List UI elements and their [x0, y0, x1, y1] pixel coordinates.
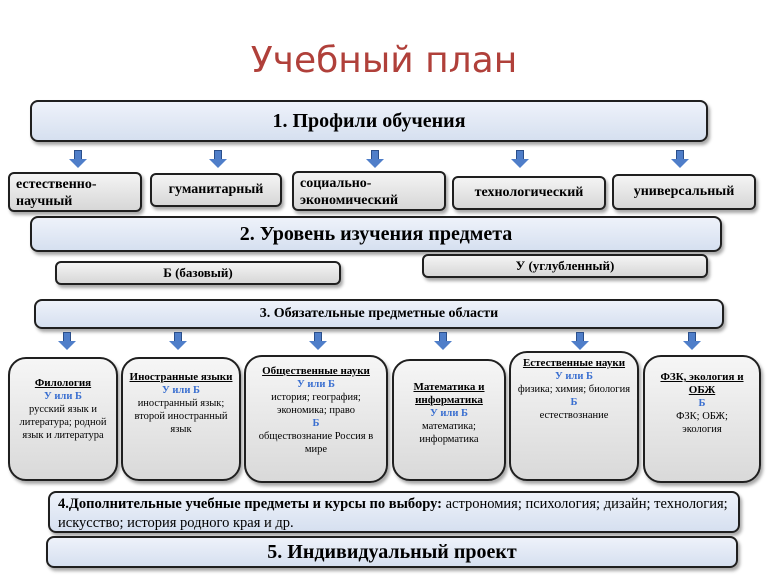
area-level-secondary: Б [570, 397, 578, 408]
area-level-secondary: Б [312, 418, 320, 429]
area-subjects: физика; химия; биология [517, 384, 631, 395]
area-level: У или Б [430, 408, 468, 419]
level-basic-label: Б (базовый) [163, 265, 233, 280]
level-advanced: У (углубленный) [422, 254, 708, 278]
profiles-heading-text: 1. Профили обучения [272, 109, 466, 132]
project-heading-text: 5. Индивидуальный проект [267, 540, 517, 563]
areas-heading-text: 3. Обязательные предметные области [259, 306, 499, 321]
area-level: У или Б [297, 379, 335, 390]
area-social-sciences: Общественные науки У или Б история; геог… [244, 355, 388, 483]
project-heading: 5. Индивидуальный проект [46, 536, 738, 568]
area-foreign-languages: Иностранные языки У или Б иностранный яз… [121, 357, 241, 481]
area-pe-ecology-safety: ФЗК, экология и ОБЖ Б ФЗК; ОБЖ; экология [643, 355, 761, 483]
profile-item-label: гуманитарный [168, 182, 264, 197]
area-subjects: математика; информатика [419, 421, 479, 445]
area-subjects-secondary: обществознание Россия в мире [258, 431, 374, 455]
area-level: У или Б [44, 391, 82, 402]
area-level: У или Б [555, 371, 593, 382]
area-name: Филология [34, 377, 92, 389]
level-heading-text: 2. Уровень изучения предмета [239, 222, 513, 245]
area-name: Естественные науки [522, 357, 626, 369]
profile-item-label: естественно-научный [16, 177, 97, 209]
level-basic: Б (базовый) [55, 261, 341, 285]
additional-text: астрономия; психология; дизайн; технолог… [58, 496, 728, 531]
area-name: Иностранные языки [129, 371, 233, 383]
additional-heading: 4.Дополнительные учебные предметы и курс… [58, 496, 442, 512]
area-math-informatics: Математика и информатика У или Б математ… [392, 359, 506, 481]
profile-item: естественно-научный [8, 172, 142, 212]
profile-item: технологический [452, 176, 606, 210]
area-level: У или Б [162, 385, 200, 396]
area-name: Общественные науки [262, 365, 370, 377]
page-title: Учебный план [250, 40, 518, 81]
profile-item-label: универсальный [633, 184, 735, 199]
profile-item-label: социально-экономический [300, 176, 399, 208]
profile-item: социально-экономический [292, 171, 446, 211]
profile-item: гуманитарный [150, 173, 282, 207]
area-level: Б [698, 398, 706, 409]
area-subjects: ФЗК; ОБЖ; экология [676, 411, 728, 435]
additional-courses: 4.Дополнительные учебные предметы и курс… [48, 491, 740, 533]
level-advanced-label: У (углубленный) [515, 258, 615, 273]
areas-heading: 3. Обязательные предметные области [34, 299, 724, 329]
area-subjects: иностранный язык; второй иностранный язы… [134, 398, 228, 435]
area-natural-sciences: Естественные науки У или Б физика; химия… [509, 351, 639, 481]
profile-item: универсальный [612, 174, 756, 210]
area-subjects: история; география; экономика; право [271, 392, 361, 416]
area-name: ФЗК, экология и ОБЖ [660, 371, 744, 396]
profile-item-label: технологический [474, 185, 584, 200]
profiles-heading: 1. Профили обучения [30, 100, 708, 142]
area-subjects: русский язык и литература; родной язык и… [19, 404, 107, 441]
level-heading: 2. Уровень изучения предмета [30, 216, 722, 252]
area-philology: Филология У или Б русский язык и литерат… [8, 357, 118, 481]
area-subjects-secondary: естествознание [539, 410, 609, 421]
area-name: Математика и информатика [413, 381, 485, 406]
